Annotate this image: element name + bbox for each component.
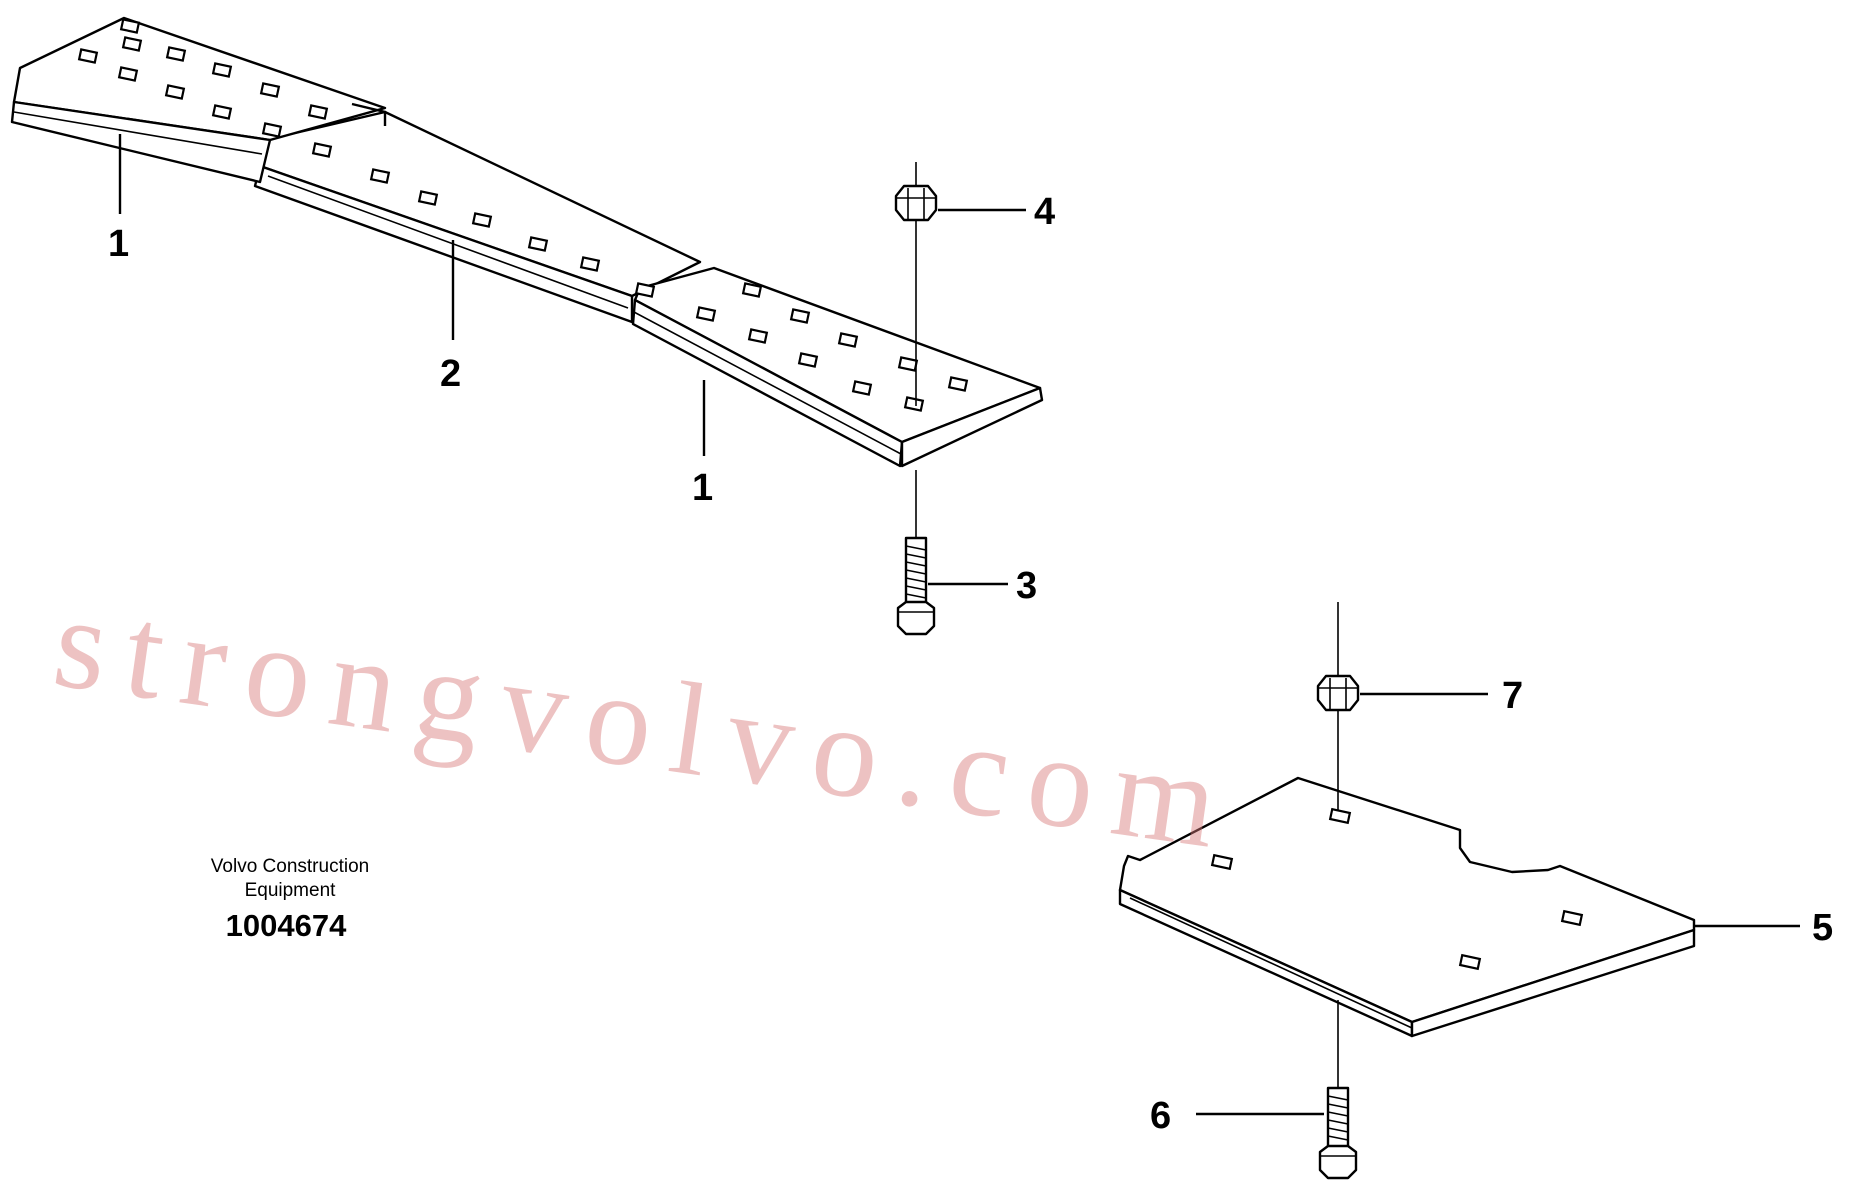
leader-lines xyxy=(118,134,1800,1116)
callout-5: 5 xyxy=(1812,907,1833,949)
part-number: 1004674 xyxy=(226,908,347,943)
callout-4: 4 xyxy=(1034,191,1055,233)
callout-1-left: 1 xyxy=(108,223,129,265)
hex-nut-bottom xyxy=(1316,674,1360,712)
title-block: Volvo Construction Equipment 1004674 xyxy=(211,856,369,943)
callout-1-right: 1 xyxy=(692,467,713,509)
hex-nut-top xyxy=(894,184,938,222)
bolt-top xyxy=(896,536,936,636)
step-plate-assembly xyxy=(10,16,1044,468)
callout-labels: 1 2 1 4 3 7 5 6 xyxy=(108,191,1833,1137)
callout-2: 2 xyxy=(440,353,461,395)
bolt-bottom xyxy=(1318,1086,1358,1180)
callout-7: 7 xyxy=(1502,675,1523,717)
callout-3: 3 xyxy=(1016,565,1037,607)
step-plate-left-end xyxy=(10,16,387,184)
manufacturer-line-1: Volvo Construction xyxy=(211,856,369,877)
step-plate-right-end xyxy=(631,266,1044,468)
callout-6: 6 xyxy=(1150,1095,1171,1137)
manufacturer-line-2: Equipment xyxy=(245,880,337,901)
watermark-text: strongvolvo.com xyxy=(46,567,1246,878)
mounting-plate xyxy=(1118,776,1696,1038)
step-plate-middle xyxy=(253,110,702,324)
step-plate-holes xyxy=(77,18,969,412)
